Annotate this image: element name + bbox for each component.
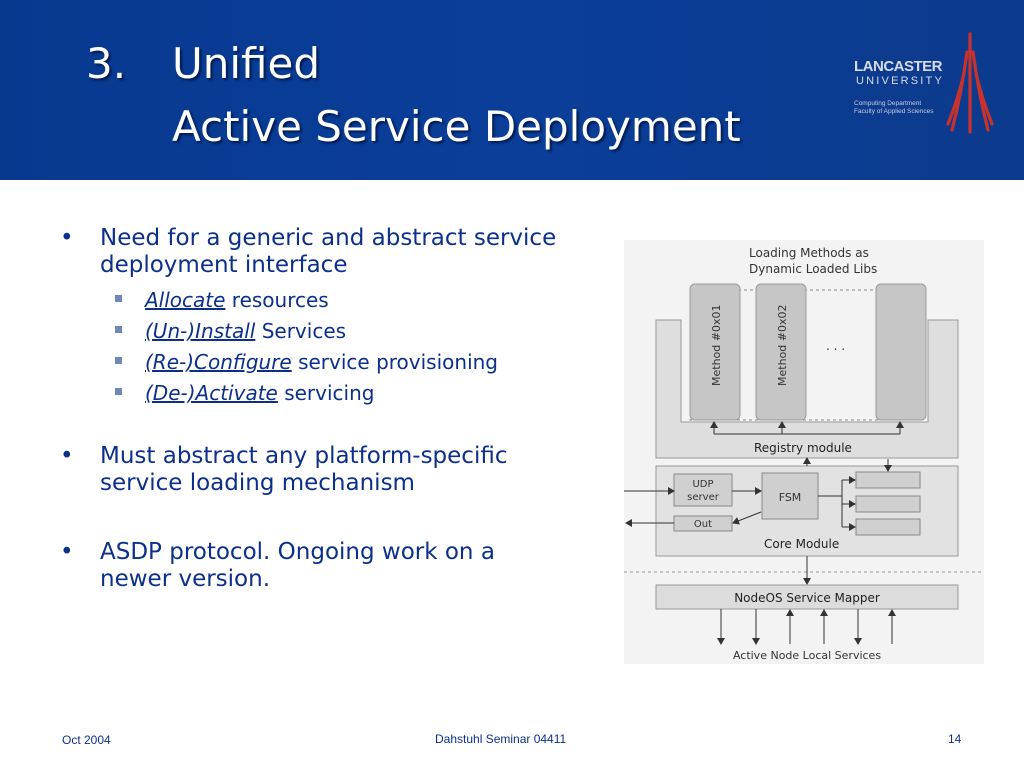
- square-bullet-icon: [115, 295, 122, 302]
- square-bullet-icon: [115, 357, 122, 364]
- bullet-text-line: ASDP protocol. Ongoing work on a: [100, 539, 495, 565]
- out-label: Out: [694, 519, 712, 530]
- method-box-3: [875, 283, 927, 421]
- architecture-diagram: Loading Methods as Dynamic Loaded Libs R…: [624, 240, 984, 664]
- sub-bullet-text: Services: [255, 319, 347, 343]
- logo-subtitle: UNIVERSITY: [856, 75, 945, 87]
- fsm-box: [761, 472, 819, 520]
- bullet-item: • ASDP protocol. Ongoing work on a newer…: [60, 539, 620, 593]
- bullet-text-line: Need for a generic and abstract service: [100, 225, 557, 251]
- sub-bullet-item: (Un-)Install Services: [60, 316, 620, 347]
- sub-bullet-text: resources: [225, 288, 329, 312]
- sub-bullet-item: (De-)Activate servicing: [60, 378, 620, 409]
- fsm-label: FSM: [779, 491, 802, 504]
- method-box-1: [689, 283, 741, 421]
- title-line-1: Unified: [172, 39, 320, 88]
- lancaster-rose-icon: [946, 32, 994, 134]
- registry-module-label: Registry module: [754, 441, 852, 455]
- bullet-dot: •: [60, 539, 74, 565]
- title-bar: 3. Unified Active Service Deployment LAN…: [0, 0, 1024, 180]
- method-ellipsis: . . .: [826, 339, 845, 353]
- udp-label-line-2: server: [687, 492, 720, 503]
- footer-seminar: Dahstuhl Seminar 04411: [435, 732, 567, 746]
- bullet-text-line: newer version.: [100, 566, 271, 592]
- sub-bullet-item: (Re-)Configure service provisioning: [60, 347, 620, 378]
- bullet-text-line: deployment interface: [100, 252, 348, 278]
- arrow-fsm-out: [732, 511, 762, 525]
- square-bullet-icon: [115, 326, 122, 333]
- local-services-label: Active Node Local Services: [733, 649, 881, 662]
- sub-bullet-emphasis: (Re-)Configure: [145, 350, 292, 374]
- nodeos-mapper-box: [655, 584, 959, 610]
- method-1-label: Method #0x01: [710, 305, 723, 386]
- lancaster-logo: LANCASTER UNIVERSITY Computing Departmen…: [846, 30, 1006, 140]
- registry-container: [655, 319, 959, 459]
- diagram-heading-line-2: Dynamic Loaded Libs: [749, 262, 877, 276]
- udp-server-box: [673, 473, 733, 507]
- title-line-2: Active Service Deployment: [172, 102, 741, 151]
- sub-bullet-item: Allocate resources: [60, 285, 620, 316]
- logo-name: LANCASTER: [854, 58, 943, 75]
- sub-bullet-emphasis: (Un-)Install: [145, 319, 256, 343]
- slot-box: [855, 495, 921, 513]
- sub-bullet-emphasis: (De-)Activate: [145, 381, 278, 405]
- footer-page-number: 14: [948, 732, 962, 746]
- bullet-dot: •: [60, 225, 74, 251]
- logo-dept-line-1: Computing Department: [854, 100, 922, 107]
- slot-box: [855, 471, 921, 489]
- sub-bullet-text: service provisioning: [291, 350, 498, 374]
- bullet-text-line: Must abstract any platform-specific: [100, 443, 508, 469]
- logo-dept-line-2: Faculty of Applied Sciences: [854, 108, 934, 115]
- bullet-item: • Need for a generic and abstract servic…: [60, 225, 620, 279]
- sub-bullet-list: Allocate resources (Un-)Install Services…: [60, 285, 620, 409]
- logo-department: Computing Department Faculty of Applied …: [854, 100, 934, 116]
- method-box-2: [755, 283, 807, 421]
- diagram-heading-line-1: Loading Methods as: [749, 246, 869, 260]
- udp-label-line-1: UDP: [692, 479, 713, 490]
- method-2-label: Method #0x02: [776, 305, 789, 386]
- slot-box: [855, 518, 921, 536]
- sub-bullet-emphasis: Allocate: [145, 288, 226, 312]
- footer-date: Oct 2004: [62, 733, 111, 747]
- title-number: 3.: [86, 39, 127, 88]
- square-bullet-icon: [115, 388, 122, 395]
- bullet-item: • Must abstract any platform-specific se…: [60, 443, 620, 497]
- bullet-dot: •: [60, 443, 74, 469]
- bullet-list: • Need for a generic and abstract servic…: [60, 225, 620, 593]
- nodeos-mapper-label: NodeOS Service Mapper: [734, 591, 880, 605]
- core-module-label: Core Module: [764, 537, 839, 551]
- sub-bullet-text: servicing: [277, 381, 375, 405]
- bullet-text-line: service loading mechanism: [100, 470, 415, 496]
